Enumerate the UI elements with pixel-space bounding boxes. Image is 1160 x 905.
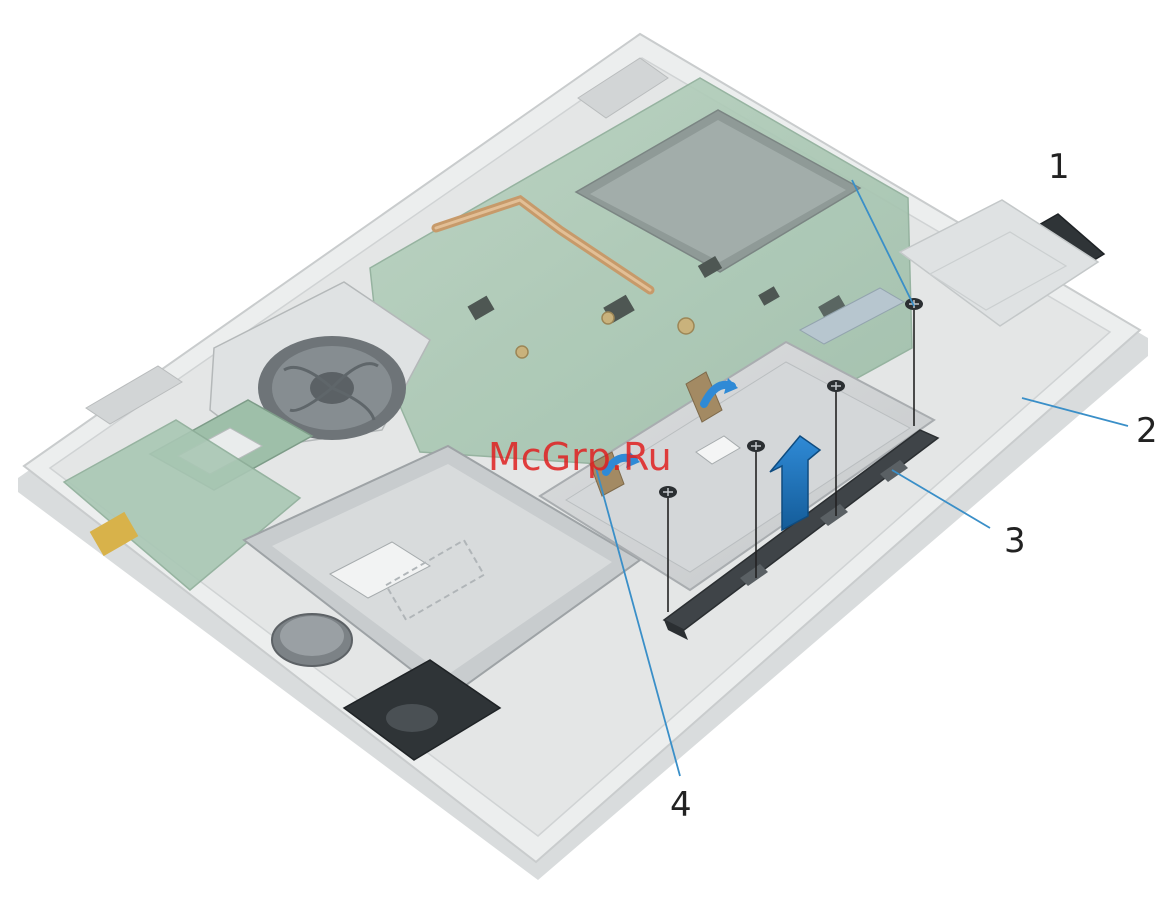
screw-icon — [747, 440, 765, 452]
screw-icon — [659, 486, 677, 498]
callout-3: 3 — [1004, 521, 1026, 561]
callout-2: 2 — [1136, 411, 1158, 451]
coin-cell-battery — [272, 614, 352, 666]
callout-1: 1 — [1048, 147, 1070, 187]
callout-4: 4 — [670, 785, 692, 825]
watermark-text: McGrp.Ru — [488, 435, 672, 479]
screw-icon — [827, 380, 845, 392]
